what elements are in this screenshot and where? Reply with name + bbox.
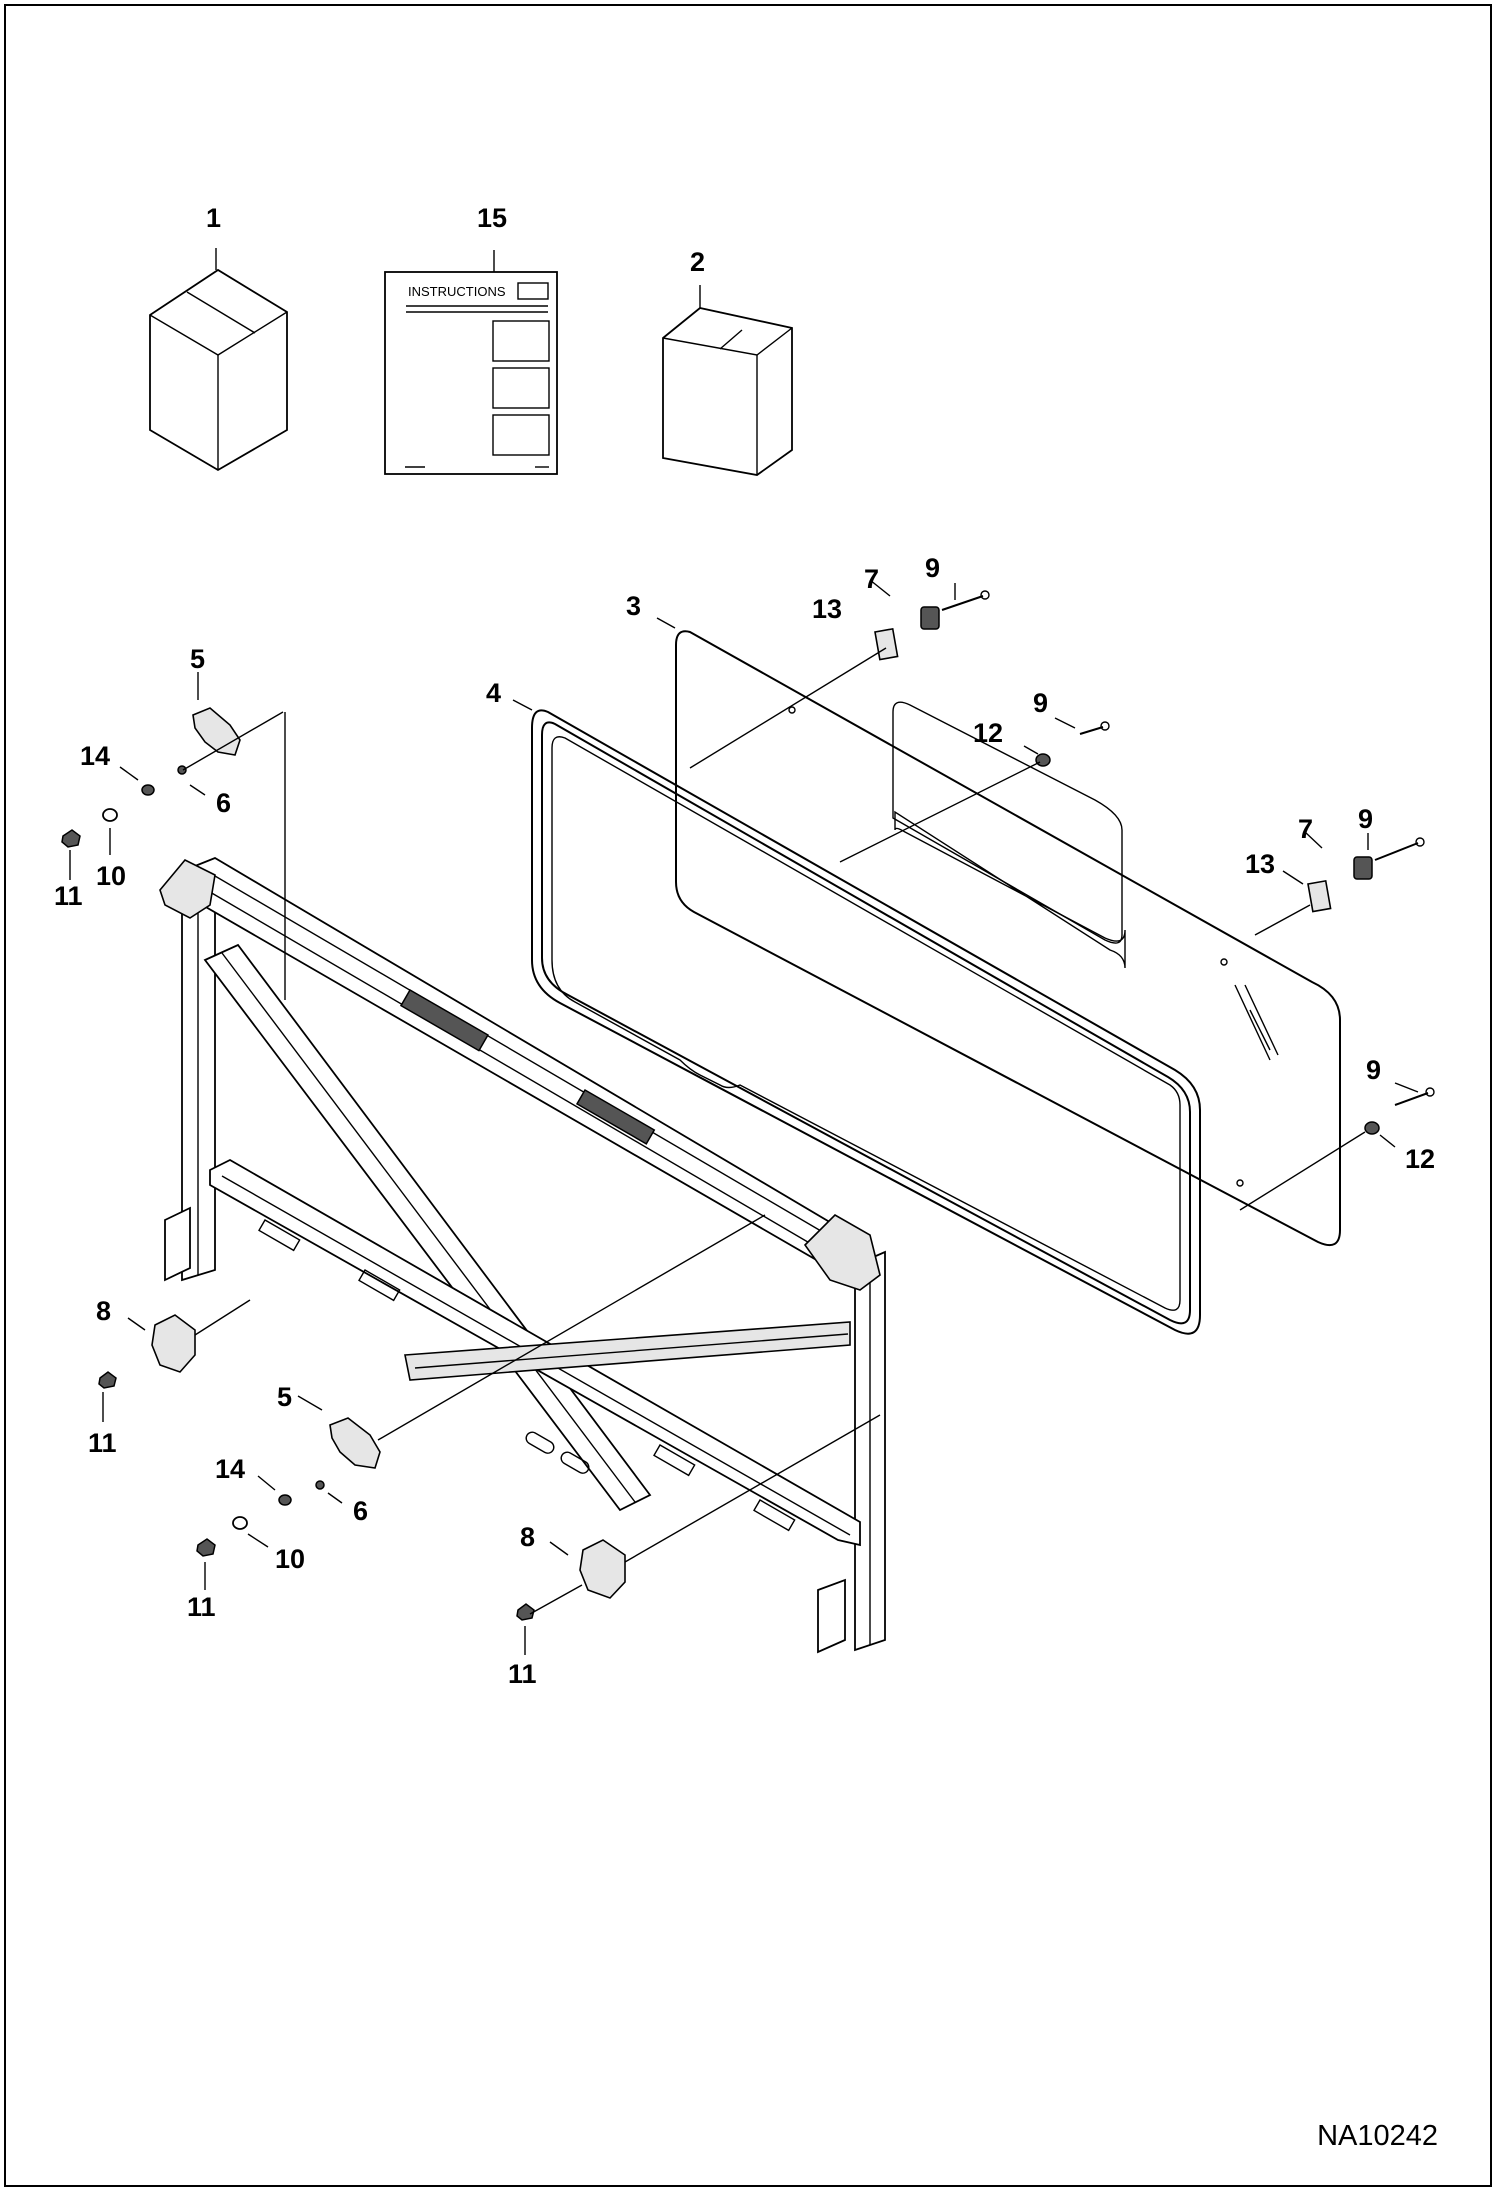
callout-7a: 7 <box>864 564 879 594</box>
callout-10b: 10 <box>275 1544 305 1574</box>
callout-11b: 11 <box>88 1428 117 1458</box>
callout-8a: 8 <box>96 1296 111 1326</box>
cab-frame <box>159 856 886 1654</box>
callout-9c: 9 <box>1358 804 1373 834</box>
callout-12a: 12 <box>973 718 1003 748</box>
instructions-sheet-title: INSTRUCTIONS <box>408 284 506 299</box>
callout-11d: 11 <box>508 1659 537 1689</box>
leader-lines <box>69 579 1419 1655</box>
glass-panel-item-3 <box>656 617 1341 1246</box>
instructions-sheet-item-15: INSTRUCTIONS <box>384 250 558 475</box>
callouts: 1 15 2 3 4 7 9 13 9 12 7 9 13 9 12 5 14 … <box>54 203 1435 1689</box>
callout-14b: 14 <box>215 1454 245 1484</box>
callout-9b: 9 <box>1033 688 1048 718</box>
fastener-group-right <box>1254 837 1425 936</box>
callout-14a: 14 <box>80 741 110 771</box>
callout-2: 2 <box>690 247 705 277</box>
callout-4: 4 <box>486 678 501 708</box>
drawing-border <box>4 4 1492 2187</box>
callout-13a: 13 <box>812 594 842 624</box>
box-item-2 <box>662 285 793 476</box>
callout-13b: 13 <box>1245 849 1275 879</box>
hinge-bracket-upper-left <box>61 707 286 1000</box>
callout-9a: 9 <box>925 553 940 583</box>
fastener-group-upper-right <box>689 590 990 769</box>
box-item-1 <box>149 248 288 472</box>
drawing-number: NA10242 <box>1317 2120 1438 2152</box>
callout-10a: 10 <box>96 861 126 891</box>
callout-7b: 7 <box>1298 814 1313 844</box>
callout-11c: 11 <box>187 1592 216 1622</box>
callout-1: 1 <box>206 203 221 233</box>
latch-item-8-left <box>98 1299 251 1389</box>
callout-12b: 12 <box>1405 1144 1435 1174</box>
latch-item-8-right <box>516 1414 881 1621</box>
callout-6a: 6 <box>216 788 231 818</box>
hinge-bracket-lower-left <box>196 1214 766 1557</box>
callout-9d: 9 <box>1366 1055 1381 1085</box>
fastener-group-mid <box>839 721 1110 863</box>
seal-gasket-item-4 <box>512 699 1201 1335</box>
callout-11a: 11 <box>54 881 83 911</box>
callout-5b: 5 <box>277 1382 292 1412</box>
callout-5a: 5 <box>190 644 205 674</box>
callout-3: 3 <box>626 591 641 621</box>
callout-6b: 6 <box>353 1496 368 1526</box>
fastener-group-lower-right <box>1239 1087 1435 1211</box>
callout-15: 15 <box>477 203 507 233</box>
callout-8b: 8 <box>520 1522 535 1552</box>
